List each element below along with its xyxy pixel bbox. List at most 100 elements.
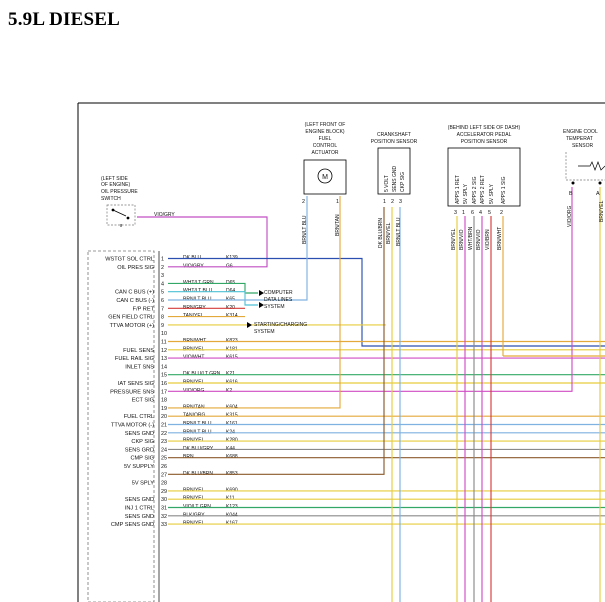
pin-number: 27 bbox=[161, 472, 167, 478]
pin-function-label: 5V SUPPLY bbox=[124, 464, 154, 470]
wire-actuator-pin1 bbox=[168, 196, 341, 409]
crankshaft-position-sensor: CRANKSHAFT POSITION SENSOR 5 VOLT SENS G… bbox=[371, 132, 418, 248]
apps-pin-number: 3 bbox=[454, 210, 457, 216]
actuator-label-4: CONTROL bbox=[313, 143, 338, 149]
ckp-label-1: CRANKSHAFT bbox=[377, 132, 411, 138]
pin-number: 4 bbox=[161, 281, 164, 287]
apps-wire-label: BRN/YEL bbox=[451, 228, 457, 250]
pin-number: 28 bbox=[161, 481, 167, 487]
pin-number: 6 bbox=[161, 298, 164, 304]
pin-function-label: CMP SENS GND bbox=[111, 522, 154, 528]
wires bbox=[137, 187, 605, 602]
pin-number: 16 bbox=[161, 381, 167, 387]
ckp-label-2: POSITION SENSOR bbox=[371, 139, 418, 145]
pin-function-label: TTVA MOTOR (+) bbox=[110, 323, 155, 329]
pin-function-label: F/P RET bbox=[133, 306, 155, 312]
apps-wire-label: VIO/BRN bbox=[485, 229, 491, 250]
svg-text:M: M bbox=[322, 174, 328, 181]
pin-function-label: SENS GND bbox=[125, 431, 154, 437]
pin-number: 18 bbox=[161, 398, 167, 404]
pin-function-label: CAN C BUS (+) bbox=[115, 290, 154, 296]
pin-number: 9 bbox=[161, 323, 164, 329]
pin-number: 32 bbox=[161, 514, 167, 520]
apps-pin-label: APPS 1 SIG bbox=[501, 176, 507, 204]
pin-number: 29 bbox=[161, 489, 167, 495]
actuator-label-3: FUEL bbox=[319, 136, 332, 142]
svg-text:CKP SIG: CKP SIG bbox=[400, 172, 406, 192]
pin-number: 5 bbox=[161, 290, 164, 296]
svg-text:SYSTEM: SYSTEM bbox=[264, 304, 285, 310]
oil-switch-label-4: SWITCH bbox=[101, 196, 121, 202]
ect-label-1: ENGINE COOL bbox=[563, 129, 598, 135]
oil-switch-label-1: (LEFT SIDE bbox=[101, 176, 129, 182]
apps-pin-number: 5 bbox=[488, 210, 491, 216]
pin-function-label: WSTGT SOL CTRL bbox=[105, 257, 154, 263]
pin-number: 19 bbox=[161, 406, 167, 412]
actuator-wire-2: BRN/TAN bbox=[335, 214, 341, 236]
apps-label-3: POSITION SENSOR bbox=[461, 139, 508, 145]
pin-number: 24 bbox=[161, 447, 167, 453]
pin-number: 17 bbox=[161, 389, 167, 395]
pin-number: 13 bbox=[161, 356, 167, 362]
fuel-control-actuator: (LEFT FRONT OF ENGINE BLOCK) FUEL CONTRO… bbox=[302, 122, 347, 244]
apps-pin-label: APPS 2 RET bbox=[480, 175, 486, 204]
pin-function-label: CKP SIG bbox=[131, 439, 154, 445]
svg-text:1: 1 bbox=[383, 199, 386, 205]
apps-wire-label: BRN/VIO bbox=[459, 229, 465, 250]
svg-text:STARTING/CHARGING: STARTING/CHARGING bbox=[254, 322, 307, 328]
pin-number: 2 bbox=[161, 265, 164, 271]
apps-label-2: ACCELERATOR PEDAL bbox=[457, 132, 512, 138]
svg-text:BRN/LT BLU: BRN/LT BLU bbox=[396, 217, 402, 246]
apps-pin-label: APPS 1 RET bbox=[455, 175, 461, 204]
pin-function-label: FUEL SENS bbox=[123, 348, 154, 354]
pin-number: 26 bbox=[161, 464, 167, 470]
engine-coolant-temp-sensor: ENGINE COOL TEMPERAT SENSOR B A VIO/ORG … bbox=[563, 129, 605, 227]
pin-function-label: PRESSURE SNS bbox=[110, 389, 154, 395]
page-title: 5.9L DIESEL bbox=[8, 9, 121, 30]
ect-label-3: SENSOR bbox=[572, 143, 594, 149]
pin-function-label: FUEL RAIL SIG bbox=[115, 356, 154, 362]
pcm-connector-box bbox=[87, 250, 155, 602]
pin-number: 31 bbox=[161, 506, 167, 512]
pin-row-9: 9 TTVA MOTOR (+) bbox=[110, 323, 164, 329]
pin-function-label: CAN C BUS (-) bbox=[116, 298, 154, 304]
wire-actuator-pin2 bbox=[168, 196, 308, 301]
pin-function-label: CMP SIG bbox=[130, 456, 154, 462]
pin-number: 10 bbox=[161, 331, 167, 337]
apps-pin-label: APPS 2 SIG bbox=[472, 176, 478, 204]
svg-text:SYSTEM: SYSTEM bbox=[254, 329, 275, 335]
apps-pin-number: 4 bbox=[479, 210, 482, 216]
pin-function-label: SENS GND bbox=[125, 514, 154, 520]
pin-number: 30 bbox=[161, 497, 167, 503]
apps-pin-number: 2 bbox=[500, 210, 503, 216]
svg-text:3: 3 bbox=[399, 199, 402, 205]
pin-function-label: IAT SENS SIG bbox=[118, 381, 154, 387]
wire-can-data-1 bbox=[168, 282, 258, 294]
diagram-frame bbox=[77, 102, 605, 602]
pin-number: 25 bbox=[161, 456, 167, 462]
apps-pin-label: 5V SPLY bbox=[489, 183, 495, 204]
svg-text:BRN/YEL: BRN/YEL bbox=[599, 200, 605, 222]
pin-number: 21 bbox=[161, 423, 167, 429]
pin-function-label: ECT SIG bbox=[132, 398, 154, 404]
pin-number: 33 bbox=[161, 522, 167, 528]
apps-wire-label: WHT/BRN bbox=[468, 226, 474, 250]
starting-charging-note: STARTING/CHARGING SYSTEM bbox=[247, 322, 307, 335]
pin-number: 14 bbox=[161, 364, 167, 370]
actuator-label-2: ENGINE BLOCK) bbox=[305, 129, 345, 135]
svg-text:A: A bbox=[596, 191, 600, 197]
pin-number: 15 bbox=[161, 373, 167, 379]
apps-pin-number: 1 bbox=[462, 210, 465, 216]
apps-label-1: (BEHIND LEFT SIDE OF DASH) bbox=[448, 125, 521, 131]
apps-wire-label: BRN/VIO bbox=[476, 229, 482, 250]
wire-ckp-5v bbox=[168, 207, 385, 475]
svg-text:SENS GND: SENS GND bbox=[392, 165, 398, 192]
actuator-label-5: ACTUATOR bbox=[311, 150, 338, 156]
actuator-wire-1: BRN/LT BLU bbox=[302, 215, 308, 244]
apps-pin-label: 5V SPLY bbox=[463, 183, 469, 204]
apps-wire-label: BRN/WHT bbox=[497, 227, 503, 250]
wire-oil-pressure bbox=[137, 216, 268, 268]
pin-function-label: INJ 1 CTRL bbox=[125, 506, 154, 512]
